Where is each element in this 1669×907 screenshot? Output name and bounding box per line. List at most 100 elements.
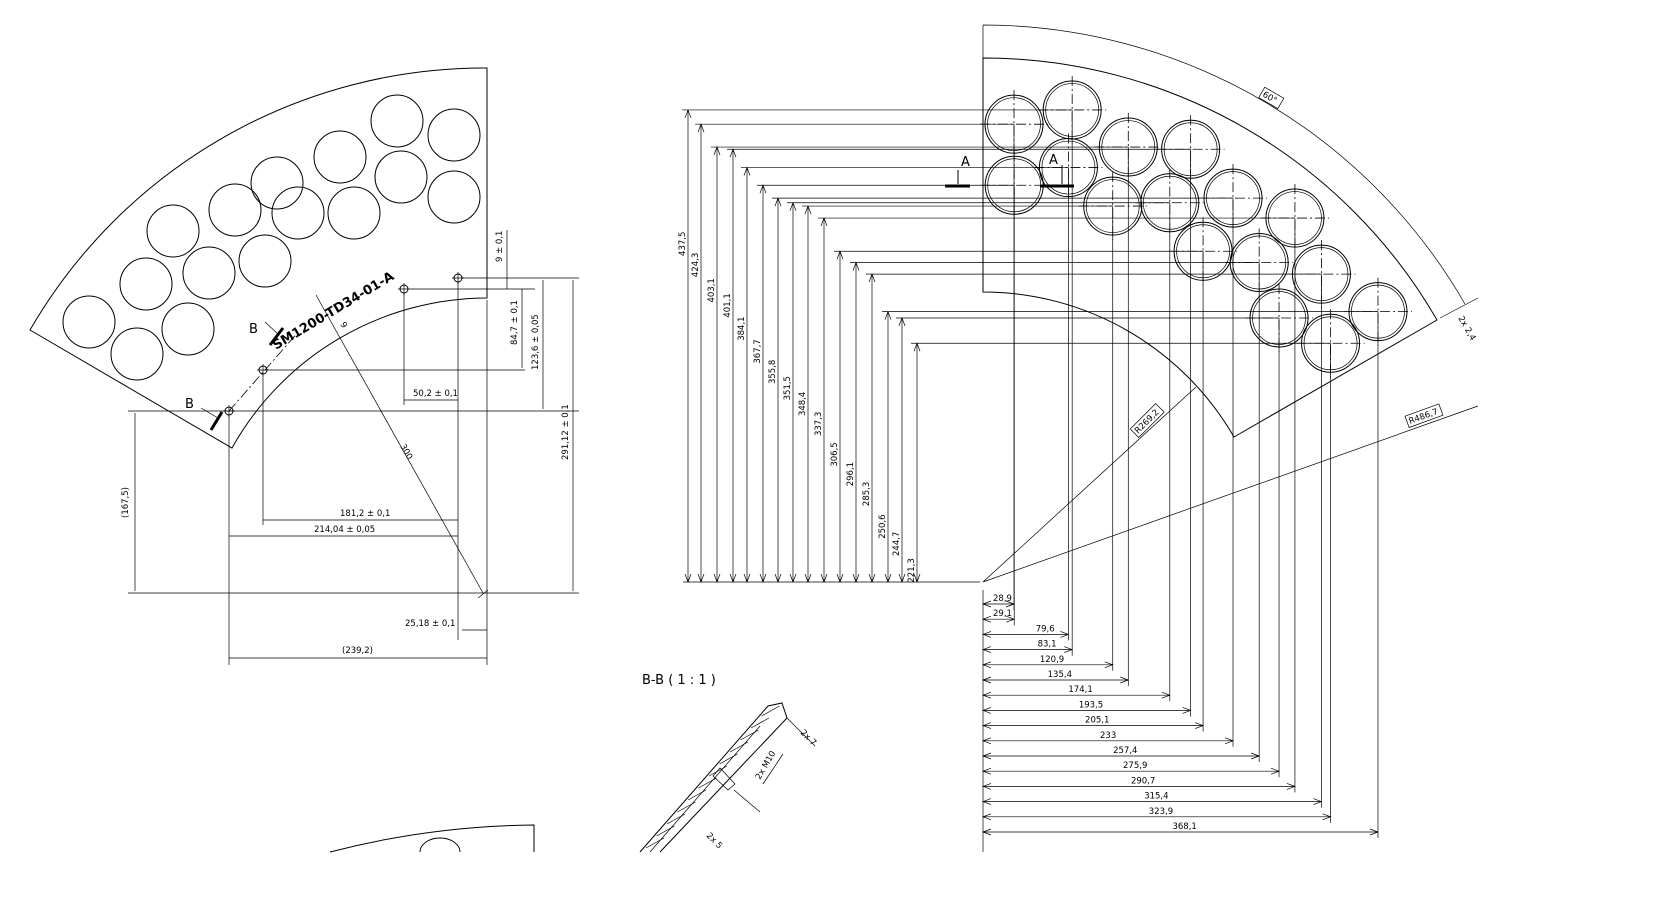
angle-label: 60° xyxy=(1258,86,1285,110)
horizontal-dim-label: 29,1 xyxy=(993,609,1012,619)
vertical-dim-line xyxy=(787,201,1170,583)
vertical-dim-line xyxy=(850,261,1260,583)
hole xyxy=(119,257,173,311)
vertical-dim-line xyxy=(741,166,1069,583)
horizontal-dim-line xyxy=(982,198,1235,747)
horizontal-dim-line xyxy=(982,218,1296,793)
vertical-dim-label: 244,7 xyxy=(892,532,902,556)
horizontal-dim-label: 315,4 xyxy=(1144,792,1168,802)
hatch-line xyxy=(750,717,770,729)
dim-181-2: 181,2 ± 0,1 xyxy=(340,509,390,519)
horizontal-dim-label: 257,4 xyxy=(1113,746,1137,756)
hatch-line xyxy=(666,813,686,825)
vertical-dim-label: 401,1 xyxy=(723,293,733,317)
hatch-line xyxy=(719,753,738,765)
right-part-outline xyxy=(982,24,1479,583)
vertical-dim-label: 403,1 xyxy=(707,278,717,302)
vertical-dim-label: 337,3 xyxy=(814,412,824,436)
vertical-dim-line xyxy=(757,184,1015,583)
vertical-dim-label: 351,5 xyxy=(783,376,793,400)
dim-291-12: 291,12 ± 0,1 xyxy=(561,404,571,460)
horizontal-dim-label: 174,1 xyxy=(1068,685,1092,695)
vertical-dim-label: 437,5 xyxy=(678,232,688,256)
horizontal-dim-label: 233 xyxy=(1100,731,1116,741)
hatch-line xyxy=(729,741,749,753)
horizontal-dim-label: 120,9 xyxy=(1040,655,1064,665)
vertical-dim-label: 250,6 xyxy=(878,514,888,538)
dim-25-18: 25,18 ± 0,1 xyxy=(405,619,455,629)
dim-50-2: 50,2 ± 0,1 xyxy=(413,389,458,399)
horizontal-dim-line xyxy=(982,185,1016,626)
outer-radius-label: R486,7 xyxy=(1404,403,1444,428)
hole xyxy=(110,327,164,381)
label-2x-m10: 2x M10 xyxy=(754,749,778,781)
vertical-dim-label: 296,1 xyxy=(846,462,856,486)
left-dimension-lines xyxy=(128,230,579,665)
vertical-dim-line xyxy=(682,108,1073,583)
vertical-dim-line xyxy=(727,148,1191,583)
dim-9: 9 ± 0,1 xyxy=(495,231,505,262)
hole xyxy=(313,130,367,184)
vertical-dim-label: 348,4 xyxy=(798,392,808,416)
hatch-line xyxy=(708,765,728,777)
hole xyxy=(146,204,200,258)
dim-123-6: 123,6 ± 0,05 xyxy=(531,314,541,370)
hole xyxy=(427,170,481,224)
left-hole-pattern xyxy=(62,94,481,381)
horizontal-dim-line xyxy=(982,274,1323,808)
horizontal-dim-label: 205,1 xyxy=(1085,716,1109,726)
vertical-dim-label: 355,8 xyxy=(768,360,778,384)
dim-167-5: (167,5) xyxy=(121,487,131,518)
hatch-line xyxy=(698,777,717,789)
horizontal-dim-line xyxy=(982,167,1070,641)
chamfer-label: 2x 2,4 xyxy=(1455,315,1477,343)
hole xyxy=(374,150,428,204)
hole xyxy=(238,234,292,288)
horizontal-dim-label: 28,9 xyxy=(993,594,1012,604)
vertical-dim-line xyxy=(802,205,1113,583)
horizontal-dim-label: 79,6 xyxy=(1036,624,1055,634)
vertical-dim-line xyxy=(834,250,1204,583)
horizontal-dim-line xyxy=(982,149,1192,717)
hole xyxy=(327,186,381,240)
part-number: SM1200-TD34-01-A xyxy=(270,269,397,353)
vertical-dim-line xyxy=(695,123,1015,583)
vertical-dim-label: 424,3 xyxy=(691,253,701,277)
label-2x-7: 2x 7 xyxy=(798,728,818,748)
vertical-dim-line xyxy=(911,342,1331,583)
vertical-dim-label: 306,5 xyxy=(830,442,840,466)
dim-239-2: (239,2) xyxy=(342,646,373,656)
left-part-outline xyxy=(29,67,488,449)
horizontal-dim-line xyxy=(982,311,1379,838)
hole xyxy=(250,156,304,210)
vertical-dim-line xyxy=(882,310,1378,583)
left-dimension-text: 9 ± 0,1 84,7 ± 0,1 123,6 ± 0,05 291,12 ±… xyxy=(121,231,571,656)
horizontal-dim-line xyxy=(982,262,1261,762)
vertical-dim-label: 285,3 xyxy=(862,482,872,506)
horizontal-dim-label: 83,1 xyxy=(1038,640,1057,650)
vertical-dim-label: 367,7 xyxy=(753,339,763,363)
vertical-dim-line xyxy=(896,316,1280,583)
dim-r300: 300 xyxy=(397,443,414,462)
vertical-dim-line xyxy=(818,217,1295,583)
hole xyxy=(427,108,481,162)
horizontal-dim-label: 290,7 xyxy=(1131,776,1155,786)
vertical-dim-line xyxy=(866,273,1322,583)
section-mark-b-2: B xyxy=(249,322,258,337)
vertical-dim-label: 384,1 xyxy=(737,316,747,340)
horizontal-dim-label: 193,5 xyxy=(1079,700,1103,710)
hole xyxy=(62,295,116,349)
section-mark-b-1: B xyxy=(185,397,194,412)
horizontal-dim-label: 135,4 xyxy=(1048,670,1072,680)
hatch-line xyxy=(761,705,780,717)
hole xyxy=(271,186,325,240)
horizontal-dim-line xyxy=(982,109,1074,656)
hatch-line xyxy=(677,801,696,813)
right-hole-pattern xyxy=(980,75,1412,378)
horizontal-dim-line xyxy=(982,147,1130,686)
horizontal-dim-label: 323,9 xyxy=(1149,807,1173,817)
hole xyxy=(208,183,262,237)
horizontal-dim-label: 368,1 xyxy=(1172,822,1196,832)
hatch-line xyxy=(740,729,759,741)
